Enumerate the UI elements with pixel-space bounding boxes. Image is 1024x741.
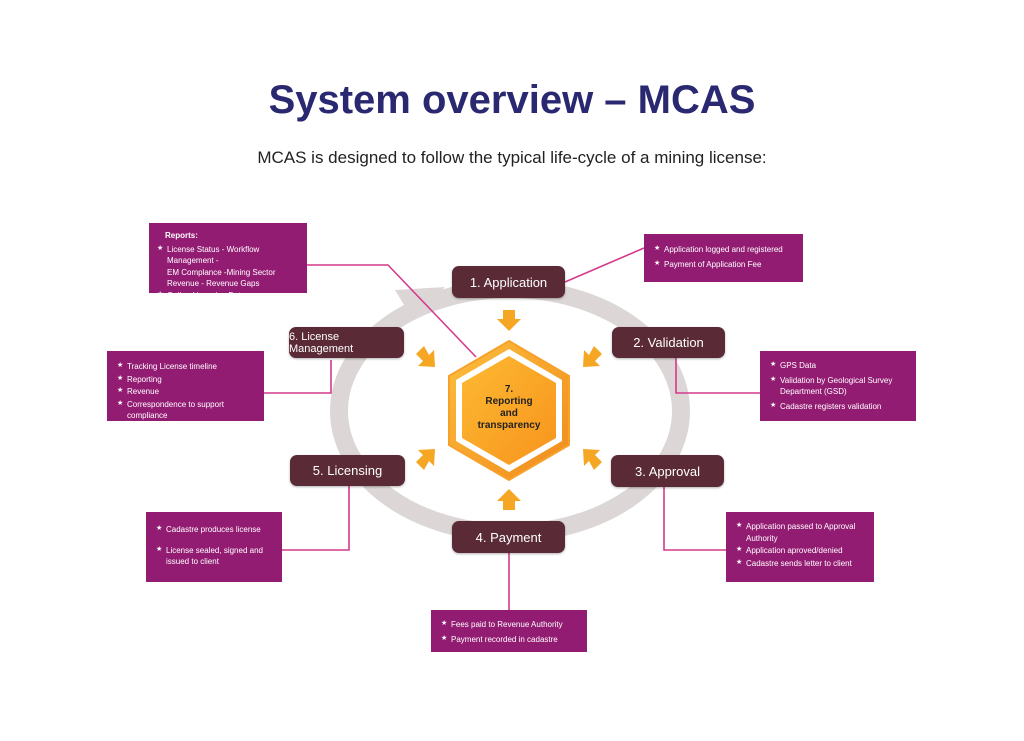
connector-management	[264, 360, 332, 394]
payment-item: Payment recorded in cadastre	[441, 634, 577, 646]
reports-heading: Reports:	[165, 231, 198, 240]
approval-item: Cadastre sends letter to client	[736, 558, 864, 570]
arrow-bottom-left	[416, 449, 435, 470]
validation-list: GPS Data Validation by Geological Survey…	[770, 360, 906, 412]
stage-approval[interactable]: 3. Approval	[611, 455, 724, 487]
licensing-item: Cadastre produces license	[156, 524, 272, 536]
info-box-approval: Application passed to Approval Authority…	[726, 512, 874, 582]
center-hexagon-inner	[462, 356, 556, 465]
stage-licensing[interactable]: 5. Licensing	[290, 455, 405, 486]
validation-item: Validation by Geological Survey Departme…	[770, 375, 906, 398]
stage-application[interactable]: 1. Application	[452, 266, 565, 298]
approval-list: Application passed to Approval Authority…	[736, 521, 864, 569]
validation-item: Cadastre registers validation	[770, 401, 906, 413]
arrow-top-left	[416, 346, 435, 367]
info-box-licensing: Cadastre produces license License sealed…	[146, 512, 282, 582]
management-item: Correspondence to support compliance	[117, 399, 254, 422]
approval-item: Application aproved/denied	[736, 545, 864, 557]
approval-item: Application passed to Approval Authority	[736, 521, 864, 544]
validation-item: GPS Data	[770, 360, 906, 372]
connector-reports	[307, 264, 477, 358]
info-box-validation: GPS Data Validation by Geological Survey…	[760, 351, 916, 421]
info-box-reports: Reports: License Status - Workflow Manag…	[149, 223, 307, 312]
application-item: Payment of Application Fee	[654, 259, 793, 271]
application-item: Application logged and registered	[654, 244, 793, 256]
payment-item: Fees paid to Revenue Authority	[441, 619, 577, 631]
management-item: Tracking License timeline	[117, 361, 254, 373]
stage-license-management[interactable]: 6. License Management	[289, 327, 404, 358]
connector-validation	[675, 358, 760, 394]
center-label: 7. Reporting and transparency	[466, 384, 552, 432]
management-item: Reporting	[117, 374, 254, 386]
connector-licensing	[282, 486, 350, 551]
info-box-application: Application logged and registered Paymen…	[644, 234, 803, 282]
stage-validation[interactable]: 2. Validation	[612, 327, 725, 358]
center-label-line3: transparency	[477, 420, 541, 431]
management-list: Tracking License timeline Reporting Reve…	[117, 361, 254, 422]
arrow-top-right	[583, 346, 602, 367]
connector-approval	[663, 487, 726, 551]
center-arrows	[416, 310, 602, 510]
management-item: Revenue	[117, 386, 254, 398]
licensing-item: License sealed, signed and issued to cli…	[156, 545, 272, 568]
reports-item: Online Licensing Data	[157, 290, 299, 302]
reports-list: License Status - Workflow Management - E…	[157, 244, 299, 314]
arrow-bottom-right	[583, 449, 602, 470]
page-subtitle: MCAS is designed to follow the typical l…	[257, 148, 767, 167]
center-number: 7.	[504, 384, 514, 395]
reports-item: License Status - Workflow Management - E…	[157, 244, 299, 290]
arrow-top	[497, 310, 521, 331]
center-label-line1: Reporting	[485, 396, 533, 407]
stage-payment[interactable]: 4. Payment	[452, 521, 565, 553]
connector-application	[564, 247, 645, 283]
info-box-payment: Fees paid to Revenue Authority Payment r…	[431, 610, 587, 652]
reports-item: Maps	[157, 302, 299, 314]
payment-list: Fees paid to Revenue Authority Payment r…	[441, 619, 577, 645]
info-box-license-management: Tracking License timeline Reporting Reve…	[107, 351, 264, 421]
page-title: System overview – MCAS	[268, 78, 756, 122]
licensing-list: Cadastre produces license License sealed…	[156, 524, 272, 568]
center-label-line2: and	[500, 408, 518, 419]
cycle-ring-arrowhead	[395, 287, 445, 318]
application-list: Application logged and registered Paymen…	[654, 244, 793, 270]
arrow-bottom	[497, 489, 521, 510]
connector-lines	[264, 247, 760, 610]
